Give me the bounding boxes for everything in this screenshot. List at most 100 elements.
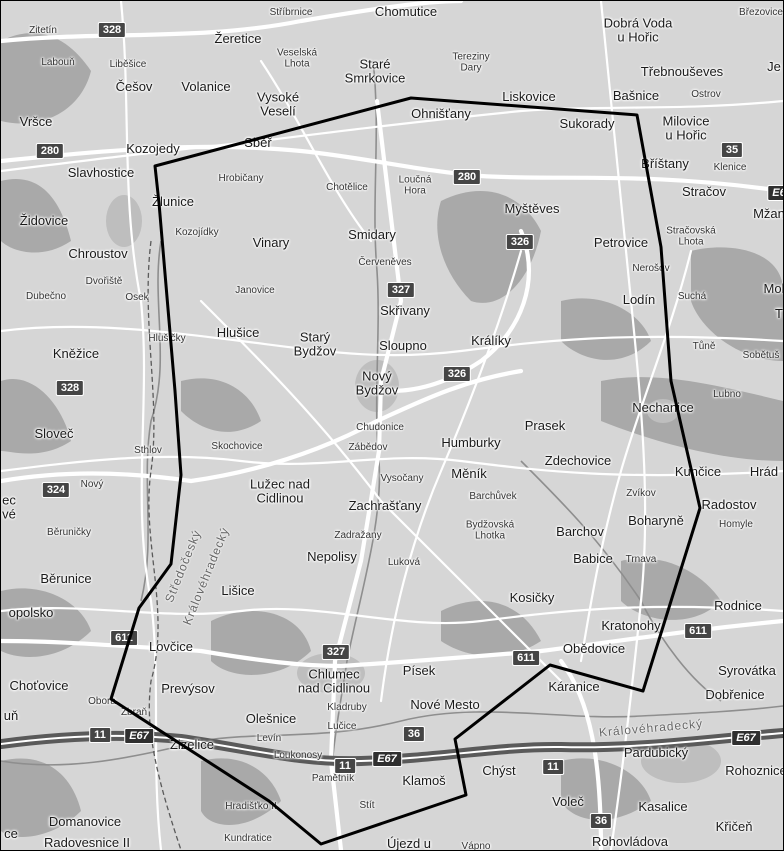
place-label: Levín	[256, 732, 282, 744]
place-label: Sloupno	[379, 338, 427, 354]
place-label: Písek	[402, 663, 436, 679]
place-label: Kozojedy	[126, 141, 180, 157]
place-label: Kunčice	[674, 464, 722, 480]
place-label: Luková	[387, 556, 421, 568]
place-label: Babice	[573, 551, 613, 567]
road-shield: E67	[731, 730, 761, 746]
place-label: Bříštany	[641, 156, 689, 172]
place-label: Kněžice	[52, 346, 100, 362]
place-label: Rohovládova	[592, 834, 668, 850]
place-label: Osek	[125, 291, 149, 303]
place-label: Třebnouševes	[640, 64, 724, 80]
place-label: Červeněves	[358, 256, 412, 268]
place-label: Chýst	[482, 763, 516, 779]
place-label: Zachrašťany	[348, 498, 422, 514]
place-label: Kozojídky	[175, 226, 219, 238]
place-label: Suchá	[677, 290, 707, 302]
place-label: Obědovice	[562, 641, 626, 657]
place-label: Pamětník	[311, 772, 355, 784]
place-label: Hlušičky	[148, 332, 186, 344]
road-shield: 611	[110, 630, 138, 646]
place-label: Olešnice	[245, 711, 297, 727]
place-label: Ostrov	[691, 88, 721, 100]
place-label: Nový	[80, 478, 104, 490]
place-label: Zadražany	[334, 529, 382, 541]
place-label: Mol	[763, 281, 784, 297]
place-label: Prasek	[524, 418, 566, 434]
road-shield: 35	[720, 142, 744, 158]
place-label: Češov	[115, 79, 153, 95]
place-label: Skřivany	[380, 303, 430, 319]
place-label: Lodín	[622, 292, 656, 308]
place-label: Klamoš	[402, 773, 446, 789]
place-label: Sobětuš	[742, 349, 780, 361]
road-shield: 327	[386, 282, 416, 298]
road-shield: 11	[334, 758, 356, 774]
place-label: Lubno	[713, 388, 741, 400]
road-shield: 36	[589, 813, 613, 829]
place-label: Janovice	[235, 284, 275, 296]
place-label: Radostov	[701, 497, 757, 513]
place-label: Lučice	[327, 720, 357, 732]
place-label: Je	[767, 59, 781, 75]
road-shield: 11	[89, 727, 111, 743]
place-label: Barchůvek	[469, 490, 517, 502]
place-label: Volanice	[181, 79, 231, 95]
place-label: Králíky	[471, 333, 511, 349]
place-label: Hrád	[749, 464, 779, 480]
place-label: Stračov	[681, 184, 727, 200]
place-label: Homyle	[719, 518, 753, 530]
place-label: Kasalice	[638, 799, 688, 815]
place-label: Domanovice	[48, 814, 122, 830]
place-label: Rohoznice	[725, 763, 784, 779]
road-shield: E6	[767, 185, 783, 201]
place-label: Mžan	[753, 206, 784, 222]
place-label: Voleč	[552, 794, 584, 810]
place-label: Běruničky	[47, 526, 91, 538]
place-label: Kladruby	[327, 701, 367, 713]
place-label: Slavhostice	[67, 165, 135, 181]
place-label: Humburky	[441, 435, 501, 451]
place-label: Hrobičany	[218, 172, 264, 184]
place-label: uň	[3, 708, 19, 724]
place-label: Žeretice	[214, 31, 262, 47]
place-label: Loukonosy	[273, 749, 323, 761]
road-shield: 36	[402, 726, 426, 742]
place-label: Zizelice	[169, 737, 215, 753]
place-label: Vršce	[19, 114, 53, 130]
place-label: Hradišťko II	[225, 800, 277, 812]
place-label: Běrunice	[40, 571, 92, 587]
place-label: Stít	[359, 799, 375, 811]
place-label: Židovice	[19, 213, 69, 229]
place-label: Smidary	[348, 227, 396, 243]
road-shield: 328	[97, 22, 127, 38]
road-shield: 327	[321, 644, 351, 660]
place-label: Zbraň	[120, 706, 148, 718]
place-label: opolsko	[8, 605, 54, 621]
road-shield: 611	[684, 623, 712, 639]
place-label: Liskovice	[502, 89, 556, 105]
place-label: Újezd u	[386, 836, 432, 851]
place-label: Nepolisy	[307, 549, 357, 565]
place-label: Hlušice	[216, 325, 260, 341]
place-label: Pardubický	[623, 745, 689, 761]
road-shield: E67	[372, 751, 402, 767]
road-shield: 280	[35, 143, 65, 159]
place-label: Měník	[451, 466, 487, 482]
place-label: Kundratice	[224, 832, 272, 844]
place-label: Sběř	[244, 135, 272, 151]
place-label: Liběšice	[109, 58, 147, 70]
place-label: Vinary	[252, 235, 290, 251]
place-label: Barchov	[556, 524, 604, 540]
